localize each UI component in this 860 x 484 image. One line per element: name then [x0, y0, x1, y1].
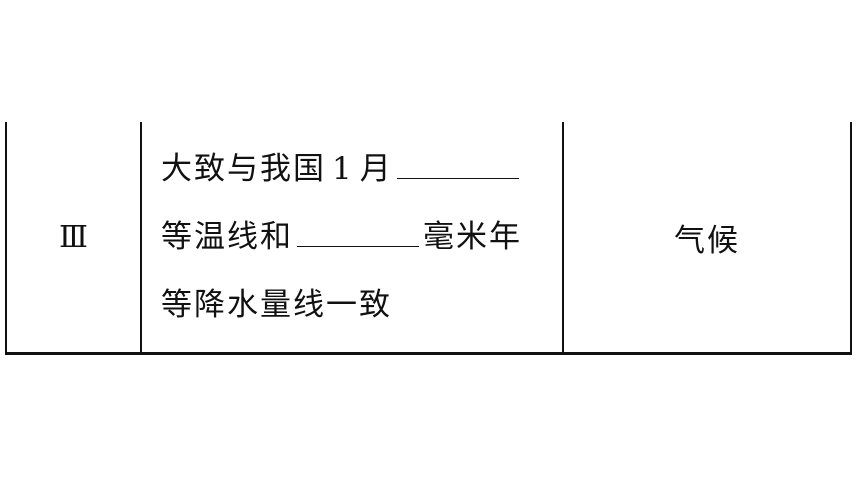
- line2-suffix: 毫米年: [423, 219, 522, 255]
- column-divider-1: [140, 122, 142, 352]
- answer-blank-1[interactable]: [396, 148, 519, 179]
- month-number: 1: [332, 151, 354, 187]
- line2-prefix: 等温线和: [161, 219, 293, 255]
- line1-prefix: 大致与我国: [161, 151, 326, 187]
- line1-suffix: 月: [359, 151, 393, 187]
- answer-blank-2[interactable]: [297, 216, 419, 247]
- category-cell: 气候: [564, 122, 850, 352]
- row-numeral: Ⅲ: [59, 219, 88, 255]
- description-line-2: 等温线和 毫米年: [161, 203, 523, 271]
- row-numeral-cell: Ⅲ: [7, 122, 140, 352]
- column-divider-2: [562, 122, 564, 352]
- description-line-3: 等降水量线一致: [161, 287, 392, 323]
- category-label: 气候: [674, 222, 740, 259]
